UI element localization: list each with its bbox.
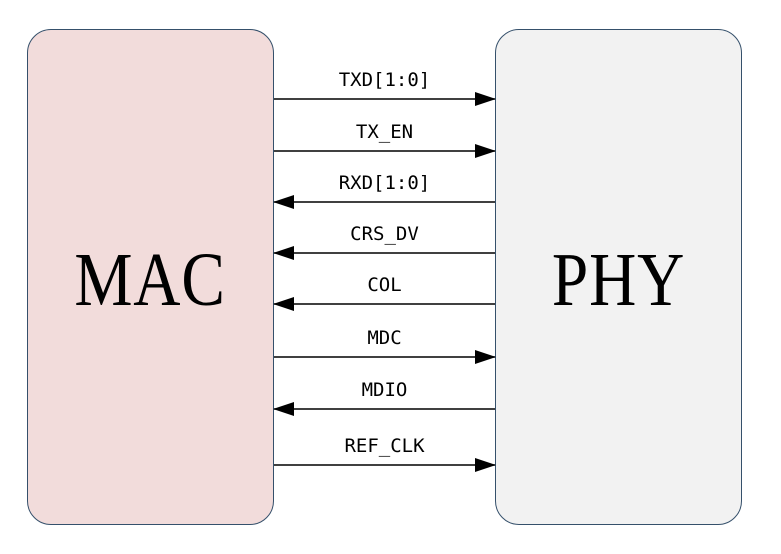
signal-label: TX_EN	[356, 121, 413, 143]
signal-label: MDC	[367, 327, 401, 349]
signal-label: COL	[367, 274, 401, 296]
phy-label: PHY	[551, 238, 686, 322]
phy-block: PHY	[495, 29, 742, 525]
mac-block: MAC	[27, 29, 274, 525]
mac-label: MAC	[74, 238, 227, 322]
signal-label: RXD[1:0]	[339, 172, 431, 194]
signal-label: REF_CLK	[344, 435, 425, 457]
signal-label: TXD[1:0]	[339, 69, 431, 91]
signal-label: MDIO	[362, 379, 408, 401]
signal-label: CRS_DV	[350, 223, 419, 245]
